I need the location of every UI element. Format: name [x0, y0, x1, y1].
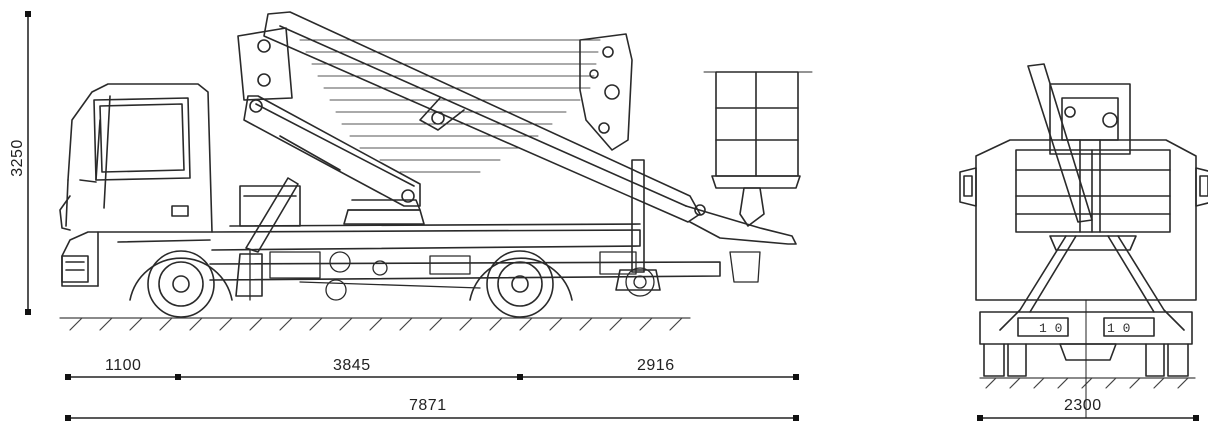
front-view-mark-right: 1 0 — [1107, 321, 1131, 336]
boom-support-lines — [299, 39, 601, 173]
truck-cab — [59, 83, 213, 287]
length-dimension-lines — [65, 374, 799, 421]
front-view-body — [959, 139, 1208, 301]
front-wheel — [129, 250, 233, 318]
height-dimension-line — [25, 11, 31, 315]
front-view-bumper — [979, 311, 1193, 361]
front-view-ground — [979, 377, 1196, 389]
front-view-boom — [1027, 63, 1131, 233]
height-dimension-label: 3250 — [9, 139, 26, 177]
turntable-base — [343, 199, 425, 225]
width-dimension-label: 2300 — [1064, 397, 1102, 414]
front-overhang-label: 1100 — [105, 357, 142, 374]
rear-overhang-label: 2916 — [637, 357, 675, 374]
work-basket — [703, 71, 813, 227]
upper-boom — [263, 11, 797, 245]
front-view-wheels — [983, 343, 1189, 377]
front-view-mark-left: 1 0 — [1039, 321, 1063, 336]
front-view-outriggers — [999, 235, 1185, 331]
wheelbase-label: 3845 — [333, 357, 371, 374]
boom-knuckle — [237, 27, 633, 151]
drivetrain — [249, 249, 761, 301]
width-dimension-line — [977, 415, 1199, 421]
front-stabilizer — [235, 177, 299, 297]
ground-hatching-side — [59, 317, 691, 331]
rear-wheel — [469, 250, 573, 318]
chassis-frame — [209, 185, 721, 281]
total-length-label: 7871 — [409, 397, 447, 414]
rear-stabilizer — [615, 159, 661, 291]
